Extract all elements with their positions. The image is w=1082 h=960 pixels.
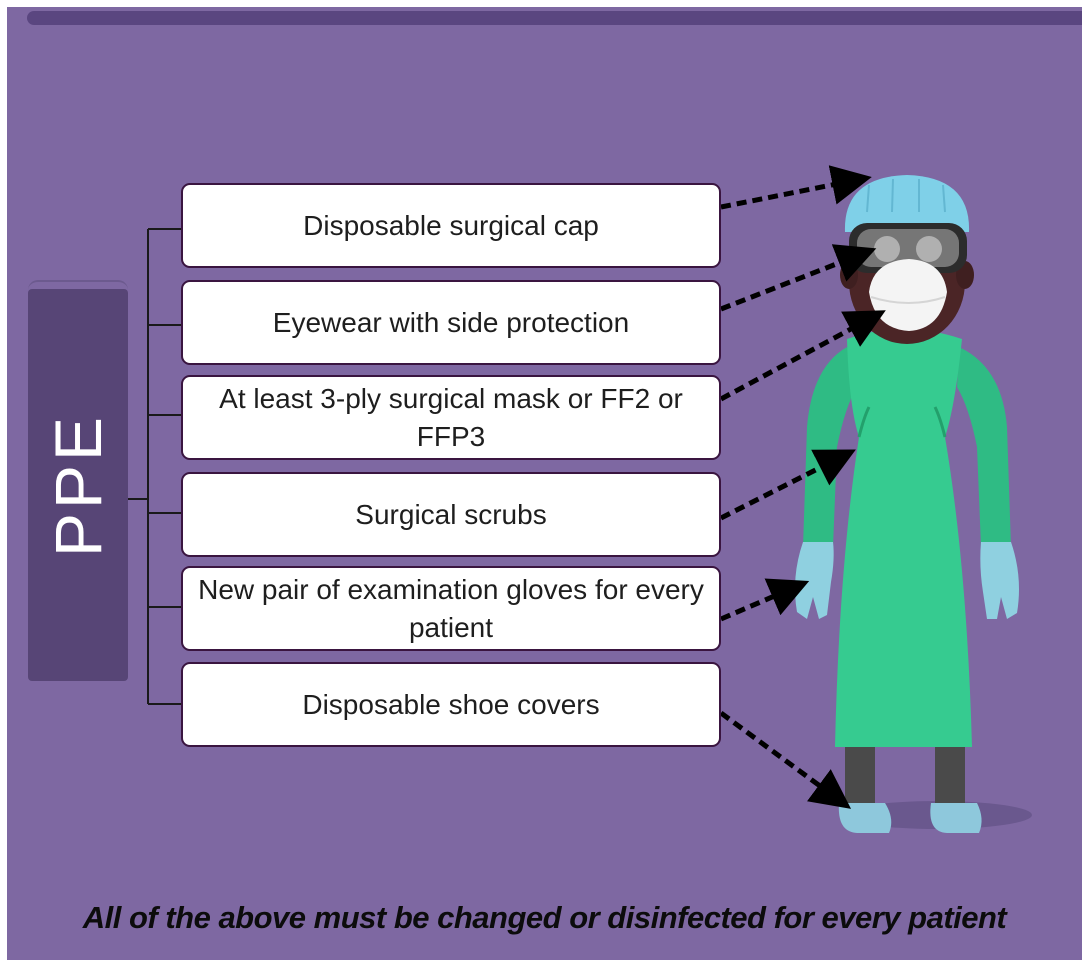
item-box-eyewear: Eyewear with side protection bbox=[181, 280, 721, 365]
mask-icon bbox=[869, 259, 947, 331]
gown-icon bbox=[835, 329, 972, 747]
diagram-graphics bbox=[128, 165, 1032, 833]
item-label: Disposable shoe covers bbox=[302, 688, 600, 720]
arrow-to-gloves bbox=[720, 578, 810, 622]
item-label: Surgical scrubs bbox=[355, 498, 547, 530]
bracket-connector bbox=[128, 228, 181, 705]
arrow-to-shoes bbox=[719, 710, 852, 809]
healthcare-worker-figure bbox=[795, 175, 1032, 833]
surgical-cap-icon bbox=[844, 175, 970, 232]
item-label: Disposable surgical cap bbox=[303, 209, 599, 241]
item-box-scrubs: Surgical scrubs bbox=[181, 472, 721, 557]
item-box-shoe-covers: Disposable shoe covers bbox=[181, 662, 721, 747]
item-label: New pair of examination gloves for every… bbox=[198, 573, 704, 643]
item-label: Eyewear with side protection bbox=[272, 306, 630, 338]
arrow-to-scrubs bbox=[719, 449, 856, 521]
top-rule bbox=[27, 11, 1082, 25]
footer-note: All of the above must be changed or disi… bbox=[82, 900, 1007, 935]
arrow-to-cap bbox=[720, 165, 872, 210]
pointer-arrows bbox=[719, 165, 886, 809]
item-box-mask: At least 3-ply surgical mask or FF2 or F… bbox=[181, 375, 721, 460]
infographic-panel: PPE bbox=[7, 7, 1082, 960]
glove-icon bbox=[795, 542, 834, 619]
ppe-tab bbox=[28, 289, 128, 681]
item-label: At least 3-ply surgical mask or FF2 or F… bbox=[219, 382, 683, 452]
shoe-cover-icon bbox=[838, 803, 892, 833]
arrow-to-mask bbox=[719, 310, 886, 402]
item-box-cap: Disposable surgical cap bbox=[181, 183, 721, 268]
item-box-gloves: New pair of examination gloves for every… bbox=[181, 566, 721, 651]
arrow-to-goggles bbox=[720, 244, 877, 312]
ppe-tab-lip bbox=[28, 280, 128, 294]
